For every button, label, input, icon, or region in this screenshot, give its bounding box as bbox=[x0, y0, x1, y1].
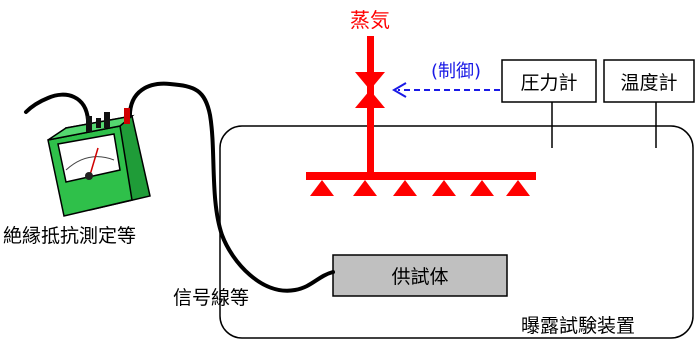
thermometer-box bbox=[603, 59, 695, 103]
valve-upper-triangle bbox=[355, 72, 385, 90]
exposure-chamber bbox=[219, 125, 694, 339]
pressure-gauge-label: 圧力計 bbox=[520, 72, 577, 94]
exposure-apparatus-label: 曝露試験装置 bbox=[521, 315, 635, 337]
steam-label: 蒸気 bbox=[350, 8, 390, 32]
control-label: (制御) bbox=[431, 61, 481, 82]
meter-lead-wire bbox=[24, 92, 90, 122]
steam-nozzle bbox=[393, 180, 417, 196]
signal-wire-label: 信号線等 bbox=[173, 287, 249, 309]
control-arrowhead-icon bbox=[392, 82, 407, 98]
signal-wire bbox=[127, 81, 335, 293]
specimen-box bbox=[332, 254, 508, 297]
valve-lower-triangle bbox=[355, 90, 385, 108]
steam-system bbox=[306, 36, 536, 196]
steam-nozzle bbox=[432, 180, 456, 196]
steam-nozzle bbox=[310, 180, 334, 196]
steam-nozzle bbox=[506, 180, 530, 196]
insulation-tester-label: 絶縁抵抗測定等 bbox=[3, 225, 136, 247]
steam-nozzle bbox=[470, 180, 494, 196]
steam-nozzle bbox=[353, 180, 377, 196]
thermometer-label: 温度計 bbox=[620, 72, 677, 94]
pressure-gauge-box bbox=[501, 59, 597, 103]
steam-header-pipe bbox=[306, 172, 536, 180]
specimen-label: 供試体 bbox=[391, 266, 448, 288]
insulation-meter-icon bbox=[47, 108, 151, 217]
